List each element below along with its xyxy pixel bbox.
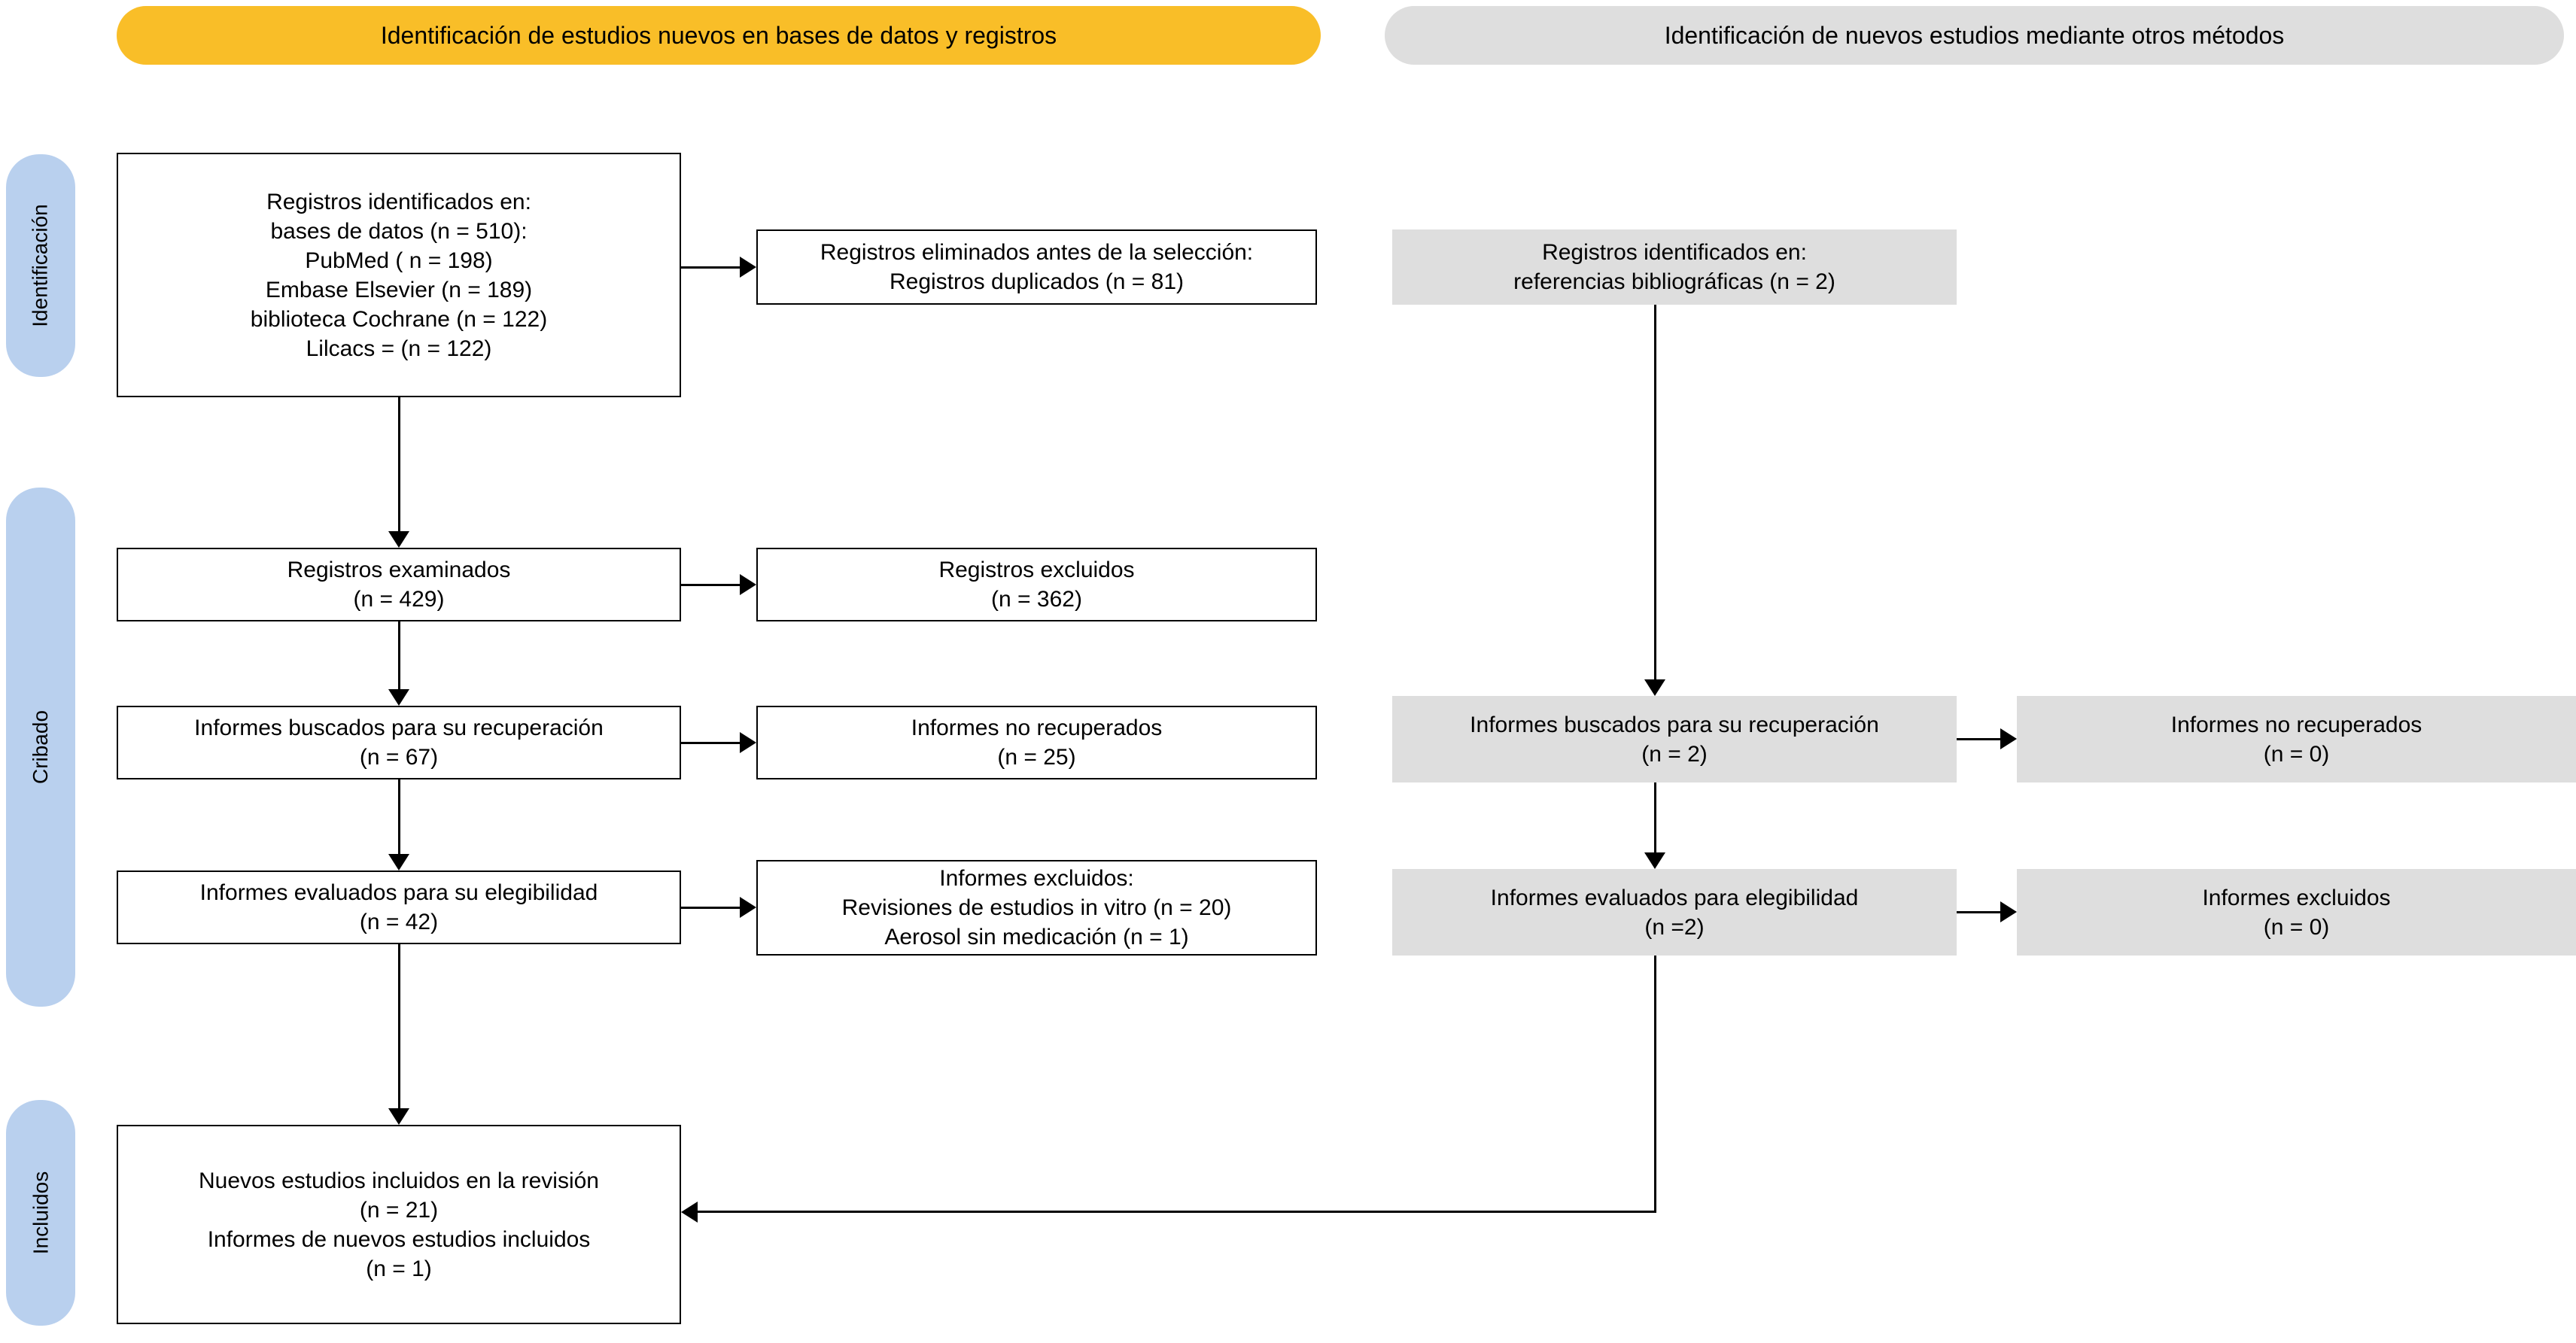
arrowhead-sought-to-not-retrieved — [740, 732, 756, 753]
box-other-reports-excluded: Informes excluidos (n = 0) — [2017, 869, 2576, 956]
phase-label-identificacion: Identificación — [29, 204, 52, 327]
box-reports-excluded: Informes excluidos: Revisiones de estudi… — [756, 860, 1317, 956]
arrowhead-screened-to-records-excluded — [740, 574, 756, 595]
records-excluded-line-1: Registros excluidos — [938, 558, 1135, 582]
arrowhead-other-sought-to-not-retrieved — [2000, 728, 2017, 749]
other-excluded-line-2: (n = 0) — [2263, 914, 2330, 940]
other-sought-line-2: (n = 2) — [1641, 741, 1708, 767]
box-other-reports-not-retrieved: Informes no recuperados (n = 0) — [2017, 696, 2576, 782]
phase-pill-cribado: Cribado — [6, 488, 75, 1007]
records-excluded-line-2: (n = 362) — [991, 587, 1082, 612]
connector-screened-to-sought — [398, 621, 400, 689]
reports-assessed-line-2: (n = 42) — [359, 910, 439, 934]
connector-other-identified-to-sought — [1654, 305, 1656, 679]
box-other-records-identified: Registros identificados en: referencias … — [1392, 229, 1957, 305]
connector-identified-to-screened — [398, 397, 400, 531]
included-line-1: Nuevos estudios incluidos en la revisión — [199, 1168, 599, 1193]
other-identified-line-2: referencias bibliográficas (n = 2) — [1513, 269, 1835, 294]
arrowhead-sought-to-assessed — [388, 854, 409, 871]
connector-identified-to-removed — [681, 266, 740, 269]
included-line-4: (n = 1) — [366, 1256, 432, 1281]
arrowhead-assessed-to-included — [388, 1108, 409, 1125]
included-line-2: (n = 21) — [359, 1197, 439, 1223]
arrowhead-other-assessed-to-included — [681, 1202, 698, 1223]
connector-assessed-to-reports-excluded — [681, 907, 740, 909]
records-removed-line-2: Registros duplicados (n = 81) — [889, 269, 1185, 294]
records-screened-line-1: Registros examinados — [287, 558, 511, 582]
box-reports-assessed-eligibility: Informes evaluados para su elegibilidad … — [117, 871, 681, 944]
phase-pill-incluidos: Incluidos — [6, 1100, 75, 1326]
other-assessed-line-1: Informes evaluados para elegibilidad — [1490, 885, 1859, 910]
other-assessed-line-2: (n =2) — [1644, 914, 1705, 940]
reports-excluded-line-1: Informes excluidos: — [939, 866, 1134, 891]
reports-excluded-line-3: Aerosol sin medicación (n = 1) — [884, 925, 1189, 950]
records-identified-line-5: biblioteca Cochrane (n = 122) — [250, 306, 548, 332]
records-identified-line-2: bases de datos (n = 510): — [270, 218, 528, 244]
records-identified-line-3: PubMed ( n = 198) — [305, 248, 493, 273]
banner-databases-registers: Identificación de estudios nuevos en bas… — [117, 6, 1321, 65]
reports-sought-line-1: Informes buscados para su recuperación — [194, 716, 604, 740]
arrowhead-other-sought-to-assessed — [1644, 852, 1665, 869]
box-other-reports-sought-retrieval: Informes buscados para su recuperación (… — [1392, 696, 1957, 782]
reports-excluded-line-2: Revisiones de estudios in vitro (n = 20) — [841, 895, 1232, 920]
reports-sought-line-2: (n = 67) — [359, 745, 439, 770]
box-reports-sought-retrieval: Informes buscados para su recuperación (… — [117, 706, 681, 779]
arrowhead-assessed-to-reports-excluded — [740, 897, 756, 918]
arrowhead-identified-to-screened — [388, 531, 409, 548]
box-records-screened: Registros examinados (n = 429) — [117, 548, 681, 621]
phase-label-incluidos: Incluidos — [29, 1171, 53, 1255]
other-identified-line-1: Registros identificados en: — [1542, 240, 1807, 265]
arrowhead-screened-to-sought — [388, 689, 409, 706]
banner-other-methods: Identificación de nuevos estudios median… — [1385, 6, 2564, 65]
other-not-retrieved-line-1: Informes no recuperados — [2170, 712, 2422, 737]
connector-assessed-to-included — [398, 944, 400, 1108]
other-not-retrieved-line-2: (n = 0) — [2263, 741, 2330, 767]
box-records-removed-before-screening: Registros eliminados antes de la selecci… — [756, 229, 1317, 305]
phase-pill-identificacion: Identificación — [6, 154, 75, 377]
connector-other-sought-to-assessed — [1654, 782, 1656, 852]
reports-assessed-line-1: Informes evaluados para su elegibilidad — [199, 880, 598, 905]
records-identified-line-1: Registros identificados en: — [266, 189, 531, 214]
box-reports-not-retrieved: Informes no recuperados (n = 25) — [756, 706, 1317, 779]
reports-not-retrieved-line-1: Informes no recuperados — [911, 716, 1163, 740]
connector-other-assessed-to-excluded — [1957, 911, 2000, 913]
records-identified-line-6: Lilcacs = (n = 122) — [306, 336, 492, 361]
connector-sought-to-not-retrieved — [681, 742, 740, 744]
included-line-3: Informes de nuevos estudios incluidos — [207, 1226, 591, 1252]
box-new-studies-included: Nuevos estudios incluidos en la revisión… — [117, 1125, 681, 1324]
banner-databases-label: Identificación de estudios nuevos en bas… — [380, 22, 1057, 49]
box-records-excluded: Registros excluidos (n = 362) — [756, 548, 1317, 621]
arrowhead-other-identified-to-sought — [1644, 679, 1665, 696]
connector-other-assessed-to-included-horizontal — [698, 1211, 1656, 1213]
arrowhead-identified-to-removed — [740, 257, 756, 278]
connector-other-assessed-to-included-vertical — [1654, 956, 1656, 1213]
connector-screened-to-records-excluded — [681, 584, 740, 586]
banner-other-methods-label: Identificación de nuevos estudios median… — [1664, 22, 2285, 49]
phase-label-cribado: Cribado — [29, 709, 52, 785]
connector-sought-to-assessed — [398, 779, 400, 854]
reports-not-retrieved-line-2: (n = 25) — [997, 745, 1076, 770]
records-screened-line-2: (n = 429) — [353, 587, 445, 612]
records-removed-line-1: Registros eliminados antes de la selecci… — [820, 240, 1254, 265]
other-excluded-line-1: Informes excluidos — [2202, 885, 2391, 910]
box-other-reports-assessed-eligibility: Informes evaluados para elegibilidad (n … — [1392, 869, 1957, 956]
records-identified-line-4: Embase Elsevier (n = 189) — [265, 277, 533, 302]
other-sought-line-1: Informes buscados para su recuperación — [1470, 712, 1879, 737]
arrowhead-other-assessed-to-excluded — [2000, 901, 2017, 922]
connector-other-sought-to-not-retrieved — [1957, 738, 2000, 740]
box-records-identified-databases: Registros identificados en: bases de dat… — [117, 153, 681, 397]
